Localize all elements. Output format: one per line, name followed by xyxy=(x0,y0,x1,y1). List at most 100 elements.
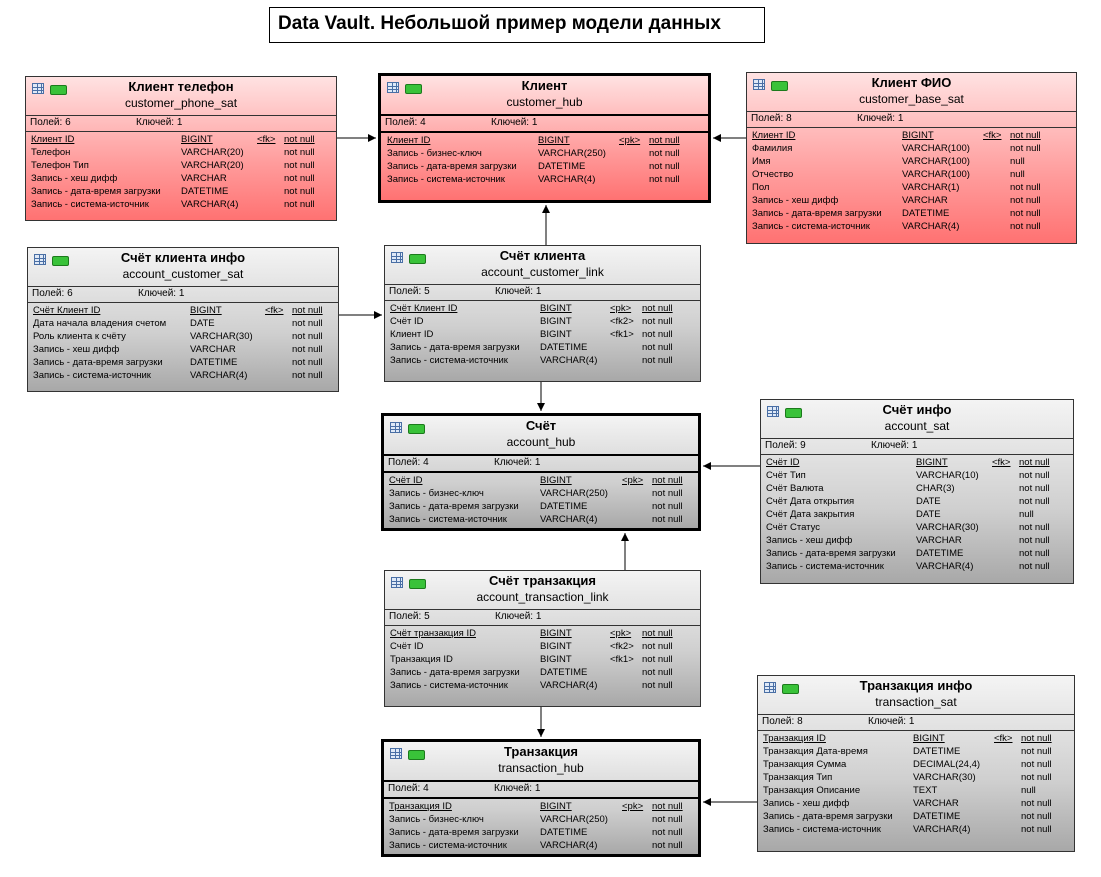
column-key: <fk1> xyxy=(610,654,634,665)
column-nullability: not null xyxy=(284,199,315,210)
column-nullability: not null xyxy=(1021,759,1052,770)
column-type: DATETIME xyxy=(190,357,238,368)
table-icon xyxy=(753,79,765,90)
column-type: VARCHAR(100) xyxy=(902,156,970,167)
table-icon xyxy=(764,682,776,693)
keys-count: Ключей: 1 xyxy=(494,457,541,468)
column-nullability: null xyxy=(1021,785,1036,796)
entity-name: Счёт клиента инфо xyxy=(120,250,246,265)
column-name: Транзакция Дата-время xyxy=(763,746,868,757)
column-nullability: not null xyxy=(642,355,673,366)
table-icon xyxy=(767,406,779,417)
column-name: Клиент ID xyxy=(31,134,75,145)
column-nullability: not null xyxy=(292,344,323,355)
column-name: Телефон xyxy=(31,147,71,158)
fields-count: Полей: 6 xyxy=(30,117,71,128)
fields-count: Полей: 5 xyxy=(389,611,430,622)
column-nullability: not null xyxy=(642,667,673,678)
column-type: VARCHAR(30) xyxy=(916,522,979,533)
entity-code: account_customer_sat xyxy=(122,267,244,281)
column-nullability: not null xyxy=(652,801,683,812)
column-nullability: not null xyxy=(649,174,680,185)
column-name: Запись - дата-время загрузки xyxy=(766,548,896,559)
column-nullability: not null xyxy=(1021,811,1052,822)
column-key: <fk> xyxy=(257,134,276,145)
